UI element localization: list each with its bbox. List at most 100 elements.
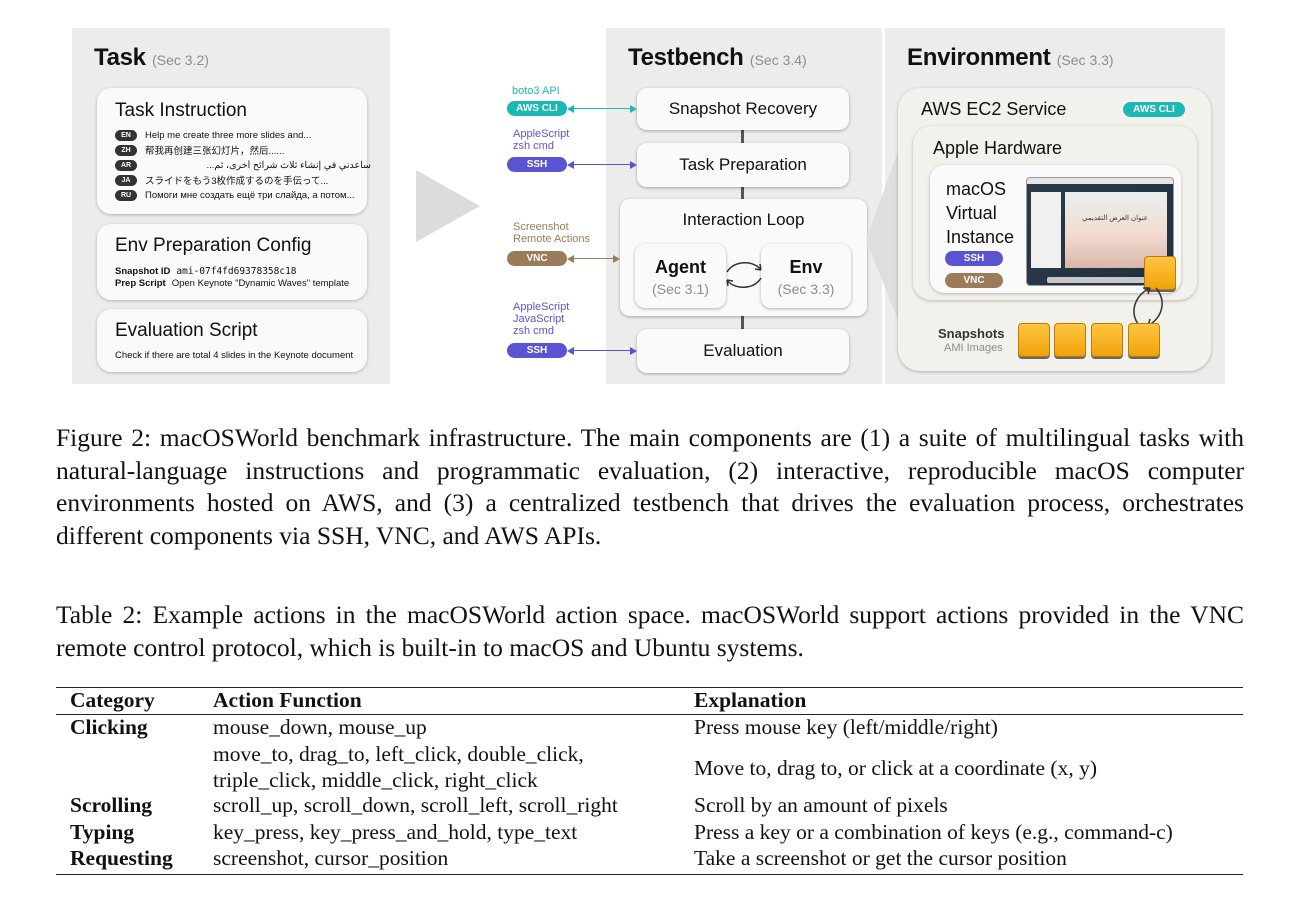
dock bbox=[1047, 277, 1155, 283]
lang-badge-zh: ZH bbox=[115, 144, 137, 156]
task-instruction-card: Task Instruction EN Help me create three… bbox=[97, 88, 371, 214]
row-category: Scrolling bbox=[70, 793, 153, 817]
lang-badge-ar: AR bbox=[115, 159, 137, 171]
arrow-right-icon bbox=[630, 105, 637, 113]
task-sec: (Sec 3.2) bbox=[152, 52, 209, 68]
row-function: move_to, drag_to, left_click, double_cli… bbox=[213, 742, 584, 766]
figure-caption: Figure 2: macOSWorld benchmark infrastru… bbox=[56, 423, 1244, 550]
arrow-left-icon bbox=[567, 105, 574, 113]
macos-instance-label: macOS Virtual Instance bbox=[946, 177, 1014, 249]
prep-script-line: Prep Script Open Keynote "Dynamic Waves" … bbox=[115, 278, 349, 289]
ssh-prep-connector bbox=[571, 164, 630, 165]
instance-disk-icon bbox=[1144, 256, 1176, 290]
row-function: scroll_up, scroll_down, scroll_left, scr… bbox=[213, 793, 618, 817]
snapshot-disk-icon bbox=[1128, 323, 1160, 357]
lang-row-en: EN Help me create three more slides and.… bbox=[115, 128, 371, 142]
agent-label: Agent bbox=[655, 257, 706, 277]
environment-panel-title: Environment (Sec 3.3) bbox=[907, 44, 1114, 72]
evaluation-box: Evaluation bbox=[637, 329, 849, 373]
lang-row-zh: ZH 帮我再创建三张幻灯片，然后...... bbox=[115, 143, 371, 157]
snapshot-id-label: Snapshot ID bbox=[115, 266, 171, 277]
instance-line-3: Instance bbox=[946, 227, 1015, 247]
ami-images-label: AMI Images bbox=[944, 342, 1003, 354]
header-action-function: Action Function bbox=[213, 688, 362, 712]
row-explanation: Press a key or a combination of keys (e.… bbox=[694, 820, 1173, 844]
aws-ec2-title: AWS EC2 Service bbox=[921, 99, 1067, 119]
env-label: Env bbox=[789, 257, 823, 277]
arrow-left-icon bbox=[567, 255, 574, 263]
aws-cli-pill: AWS CLI bbox=[507, 101, 567, 116]
instance-ssh-pill: SSH bbox=[945, 251, 1003, 266]
lang-badge-ja: JA bbox=[115, 174, 137, 186]
lang-text-zh: 帮我再创建三张幻灯片，然后...... bbox=[145, 146, 285, 157]
row-explanation: Scroll by an amount of pixels bbox=[694, 793, 948, 817]
loop-arrows-icon bbox=[726, 262, 762, 288]
header-explanation: Explanation bbox=[694, 688, 807, 712]
env-prep-card: Env Preparation Config Snapshot ID ami-07… bbox=[97, 224, 367, 300]
apple-hardware-title: Apple Hardware bbox=[933, 138, 1063, 158]
lang-row-ru: RU Помоги мне создать ещё три слайда, а … bbox=[115, 188, 371, 202]
table-bottom-rule bbox=[56, 874, 1243, 875]
vnc-connector bbox=[571, 258, 613, 259]
task-title-text: Task bbox=[94, 44, 146, 71]
arrow-right-icon bbox=[630, 347, 637, 355]
ssh-pill-eval: SSH bbox=[507, 343, 567, 358]
snapshot-recovery-box: Snapshot Recovery bbox=[637, 88, 849, 130]
lang-badge-ru: RU bbox=[115, 189, 137, 201]
instance-vnc-pill: VNC bbox=[945, 273, 1003, 288]
lang-text-ru: Помоги мне создать ещё три слайда, а пот… bbox=[145, 189, 355, 201]
eval-script-title: Evaluation Script bbox=[115, 320, 258, 341]
instance-line-2: Virtual bbox=[946, 203, 997, 223]
arrow-right-icon bbox=[630, 161, 637, 169]
lang-text-en: Help me create three more slides and... bbox=[145, 129, 312, 141]
protocol-label-ssh-prep: AppleScript zsh cmd bbox=[513, 128, 570, 152]
testbench-panel-title: Testbench (Sec 3.4) bbox=[628, 44, 807, 72]
aws-connector bbox=[571, 108, 630, 109]
slide-sidebar bbox=[1031, 192, 1061, 268]
row-category: Typing bbox=[70, 820, 135, 844]
lang-row-ar: AR ساعدني في إنشاء ثلاث شرائح أخرى، ثم..… bbox=[115, 158, 371, 172]
task-preparation-box: Task Preparation bbox=[637, 143, 849, 187]
eval-script-card: Evaluation Script Check if there are tot… bbox=[97, 309, 367, 372]
snapshot-disk-icon bbox=[1091, 323, 1123, 357]
row-function: mouse_down, mouse_up bbox=[213, 715, 427, 739]
menubar bbox=[1027, 178, 1173, 184]
prep-script-label: Prep Script bbox=[115, 278, 166, 289]
table-caption: Table 2: Example actions in the macOSWor… bbox=[56, 600, 1244, 662]
task-instruction-title: Task Instruction bbox=[115, 100, 247, 121]
testbench-sec: (Sec 3.4) bbox=[749, 52, 807, 68]
lang-text-ja: スライドをもう3枚作成するのを手伝って... bbox=[145, 176, 329, 187]
prep-script-value: Open Keynote "Dynamic Waves" template bbox=[171, 278, 350, 289]
ssh-pill-prep: SSH bbox=[507, 157, 567, 172]
environment-sec: (Sec 3.3) bbox=[1056, 52, 1114, 68]
row-function-continued: triple_click, middle_click, right_click bbox=[213, 768, 538, 792]
agent-box: Agent (Sec 3.1) bbox=[635, 244, 726, 308]
arrow-left-icon bbox=[567, 347, 574, 355]
protocol-label-vnc: Screenshot Remote Actions bbox=[513, 221, 591, 245]
protocol-label-ssh-eval: AppleScript JavaScript zsh cmd bbox=[513, 301, 570, 337]
lang-badge-en: EN bbox=[115, 129, 137, 141]
lang-text-ar: ساعدني في إنشاء ثلاث شرائح أخرى، ثم... bbox=[206, 159, 371, 171]
snapshot-id-value: ami-07f4fd69378358c18 bbox=[176, 266, 297, 277]
row-function: key_press, key_press_and_hold, type_text bbox=[213, 820, 578, 844]
arrow-left-icon bbox=[567, 161, 574, 169]
protocol-label-aws: boto3 API bbox=[512, 85, 560, 97]
testbench-title-text: Testbench bbox=[628, 44, 744, 71]
row-explanation: Move to, drag to, or click at a coordina… bbox=[694, 756, 1097, 780]
snapshot-disk-icon bbox=[1018, 323, 1050, 357]
row-function: screenshot, cursor_position bbox=[213, 846, 449, 870]
instance-line-1: macOS bbox=[946, 179, 1007, 199]
task-panel-title: Task (Sec 3.2) bbox=[94, 44, 209, 72]
vnc-pill: VNC bbox=[507, 251, 567, 266]
row-category: Requesting bbox=[70, 846, 173, 870]
agent-sec: (Sec 3.1) bbox=[652, 281, 709, 297]
ssh-eval-connector bbox=[571, 350, 630, 351]
snapshots-label: Snapshots bbox=[938, 326, 1005, 341]
lang-row-ja: JA スライドをもう3枚作成するのを手伝って... bbox=[115, 173, 371, 187]
row-category: Clicking bbox=[70, 715, 148, 739]
interaction-loop-title: Interaction Loop bbox=[682, 210, 805, 229]
row-explanation: Take a screenshot or get the cursor posi… bbox=[694, 846, 1067, 870]
zoom-wedge bbox=[866, 140, 902, 330]
env-prep-title: Env Preparation Config bbox=[115, 235, 312, 256]
slide-title-text: عنوان العرض التقديمي bbox=[1082, 215, 1148, 222]
